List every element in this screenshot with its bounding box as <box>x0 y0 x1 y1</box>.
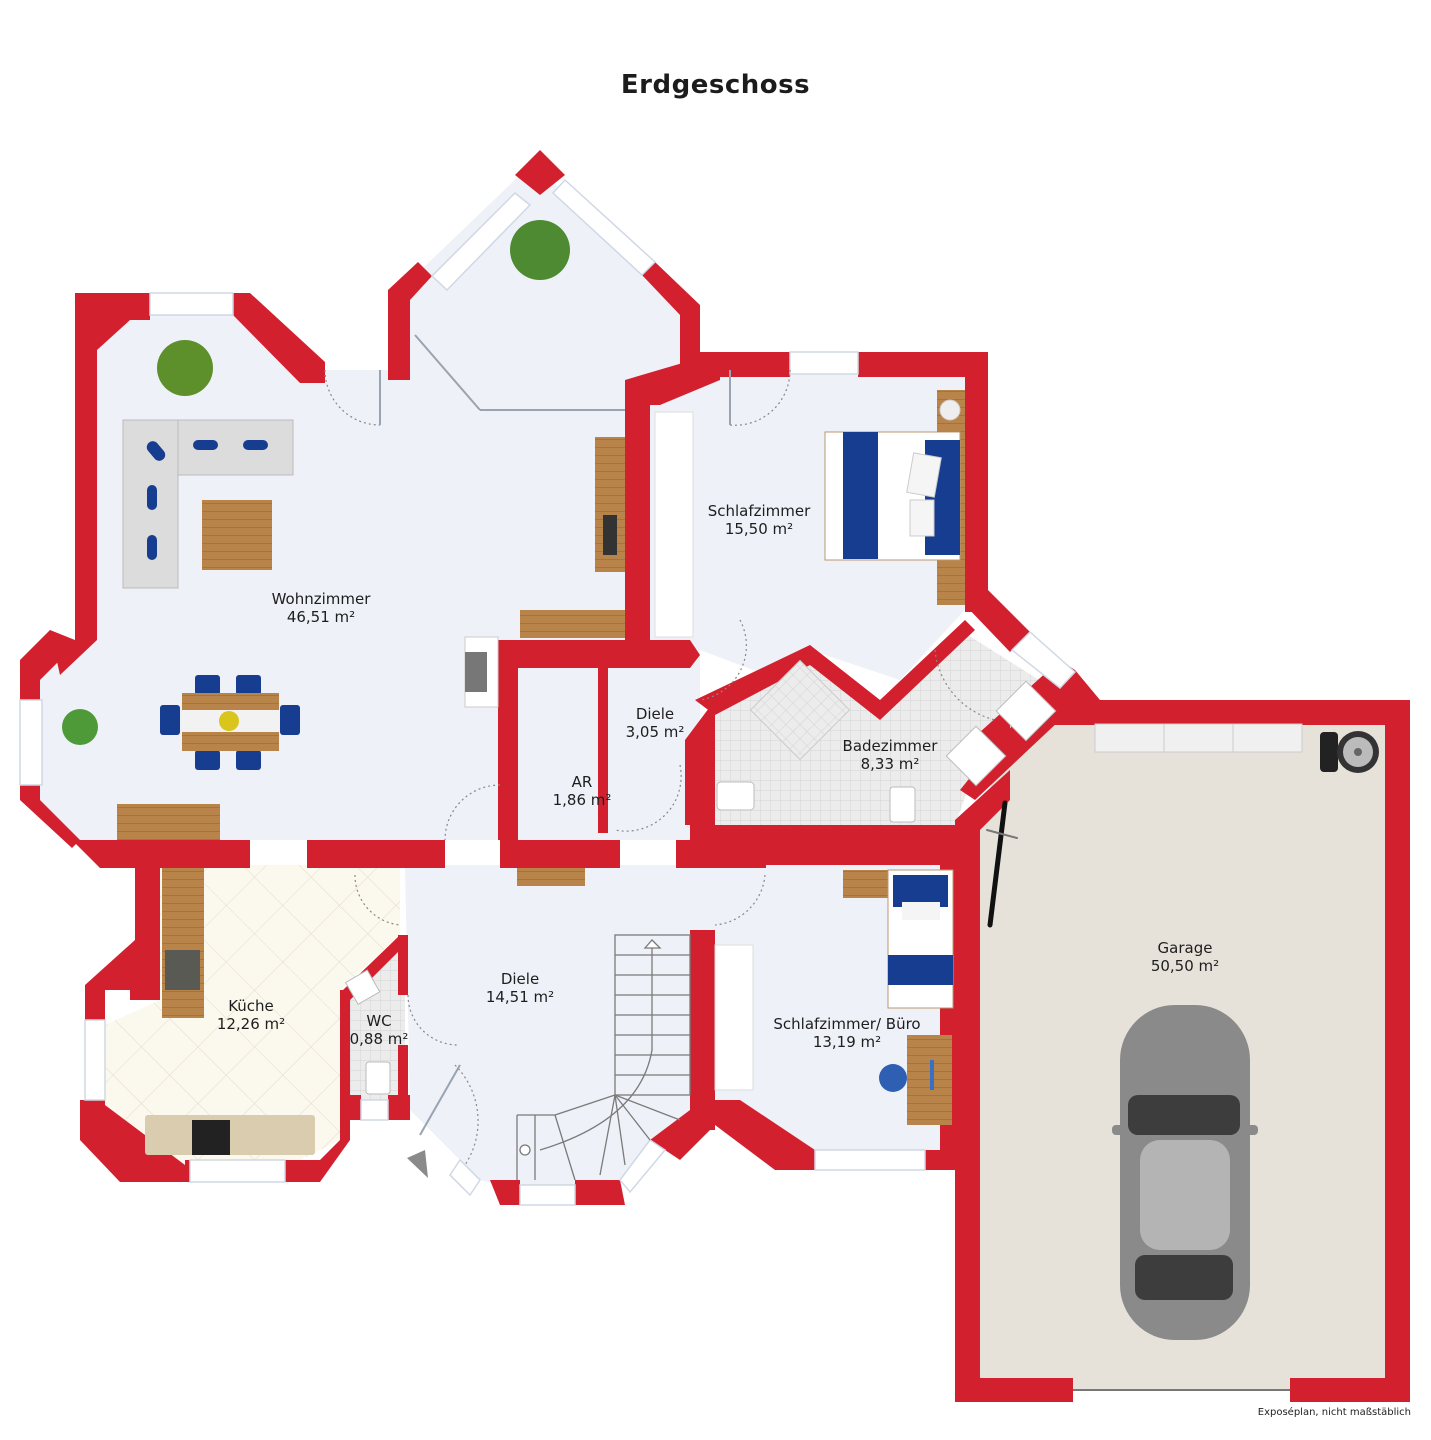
entrance-arrow-icon <box>407 1150 428 1178</box>
cabinet-icon <box>517 868 585 886</box>
room-label-badezimmer: Badezimmer 8,33 m² <box>843 737 938 773</box>
window-icon <box>519 1184 576 1206</box>
dining-table-icon <box>160 675 300 770</box>
window-icon <box>84 1019 106 1101</box>
washbasin-icon <box>995 680 1057 742</box>
windows <box>19 178 1077 1206</box>
plant-icon <box>510 220 570 280</box>
floor-ar <box>515 665 600 840</box>
wardrobe-icon <box>714 944 754 1091</box>
scale-disclaimer: Exposéplan, nicht maßstäblich <box>1257 1407 1411 1418</box>
stove-icon <box>165 950 200 990</box>
room-name: Garage <box>1157 939 1213 957</box>
sofa-icon <box>122 419 294 589</box>
shower-icon <box>749 659 851 761</box>
window-icon <box>551 178 657 277</box>
room-area: 0,88 m² <box>349 1030 409 1048</box>
room-name: Wohnzimmer <box>271 590 371 608</box>
toilet-icon <box>716 781 755 811</box>
window-icon <box>619 1138 667 1194</box>
window-icon <box>360 1099 389 1121</box>
door-swing-icon <box>729 369 791 426</box>
shelf-icon <box>1094 723 1303 753</box>
window-icon <box>149 292 234 316</box>
room-area: 3,05 m² <box>625 723 685 741</box>
kitchen-counter-icon <box>162 868 204 1018</box>
toilet-icon <box>365 1061 391 1095</box>
plant-icon <box>62 709 98 745</box>
room-area: 46,51 m² <box>286 608 356 626</box>
room-label-schlafzimmer-buero: Schlafzimmer/ Büro 13,19 m² <box>773 1015 920 1051</box>
sink-icon <box>192 1120 230 1155</box>
door-swing-icon <box>699 619 747 701</box>
sideboard-icon <box>117 804 220 840</box>
room-name: Schlafzimmer/ Büro <box>773 1015 921 1033</box>
window-icon <box>189 1159 286 1183</box>
window-icon <box>449 1158 481 1197</box>
bicycle-icon <box>986 800 1018 928</box>
door-swing-icon <box>454 1064 479 1166</box>
coffee-table-icon <box>202 500 272 570</box>
room-name: WC <box>366 1012 392 1030</box>
room-name: Diele <box>635 705 675 723</box>
window-icon <box>789 351 859 375</box>
floor-diele-small <box>600 640 700 840</box>
room-label-garage: Garage 50,50 m² <box>1151 939 1219 975</box>
room-area: 8,33 m² <box>860 755 920 773</box>
window-icon <box>1010 630 1077 690</box>
doors <box>324 369 996 1166</box>
tire-icon <box>1320 731 1379 773</box>
room-area: 1,86 m² <box>552 791 612 809</box>
room-label-wc: WC 0,88 m² <box>350 1012 409 1048</box>
room-label-wohnzimmer: Wohnzimmer 46,51 m² <box>272 590 371 626</box>
staircase-icon <box>516 934 691 1181</box>
room-name: Küche <box>228 997 274 1015</box>
door-swing-icon <box>324 369 381 426</box>
shelf-icon <box>520 610 625 638</box>
room-area: 50,50 m² <box>1150 957 1220 975</box>
room-area: 15,50 m² <box>724 520 794 538</box>
room-name: Schlafzimmer <box>707 502 811 520</box>
room-name: AR <box>571 773 593 791</box>
window-icon <box>19 699 43 786</box>
room-label-ar: AR 1,86 m² <box>553 773 612 809</box>
wardrobe-icon <box>654 411 694 638</box>
room-label-diele-large: Diele 14,51 m² <box>486 970 554 1006</box>
floor-wohnzimmer <box>40 175 680 840</box>
floor-diele-large <box>405 865 715 1190</box>
washbasin-icon <box>945 725 1007 787</box>
furniture <box>62 220 1379 1391</box>
room-label-schlafzimmer: Schlafzimmer 15,50 m² <box>708 502 811 538</box>
office-chair-icon <box>879 1064 907 1092</box>
bidet-icon <box>889 786 916 823</box>
bed-icon <box>824 390 965 605</box>
room-area: 13,19 m² <box>812 1033 882 1051</box>
room-label-diele-small: Diele 3,05 m² <box>626 705 685 741</box>
washbasin-icon <box>344 969 381 1005</box>
room-name: Badezimmer <box>842 737 938 755</box>
desk-icon <box>907 1035 952 1125</box>
room-area: 12,26 m² <box>216 1015 286 1033</box>
room-name: Diele <box>500 970 540 988</box>
nightstand-icon <box>843 870 888 898</box>
plant-icon <box>157 340 213 396</box>
walls <box>20 150 1410 1402</box>
window-icon <box>430 191 532 292</box>
car-icon <box>1112 1005 1258 1340</box>
door-swing-icon <box>354 874 401 926</box>
room-area: 14,51 m² <box>485 988 555 1006</box>
window-icon <box>814 1149 926 1171</box>
room-label-kueche: Küche 12,26 m² <box>217 997 285 1033</box>
door-swing-icon <box>934 649 996 721</box>
page-title: Erdgeschoss <box>620 70 811 100</box>
bed-icon <box>887 869 954 1009</box>
door-swing-icon <box>444 784 501 841</box>
